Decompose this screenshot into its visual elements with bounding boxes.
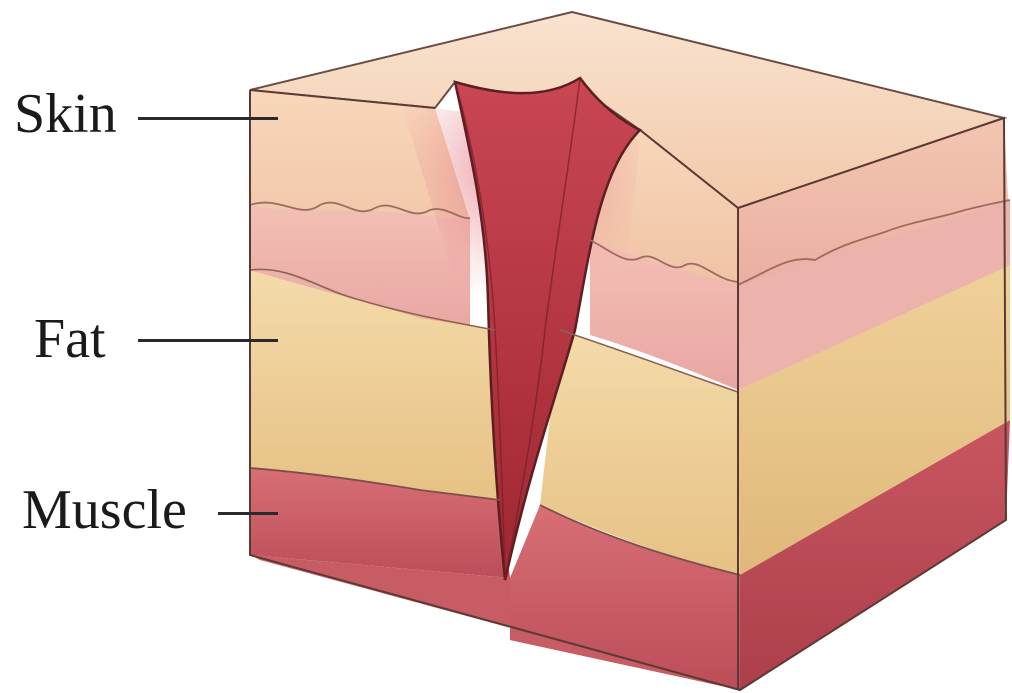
leader-line-skin — [138, 117, 278, 120]
leader-line-fat — [138, 339, 278, 342]
label-skin: Skin — [14, 86, 117, 142]
leader-line-muscle — [218, 512, 278, 515]
label-muscle: Muscle — [22, 482, 187, 538]
label-fat: Fat — [34, 311, 106, 367]
